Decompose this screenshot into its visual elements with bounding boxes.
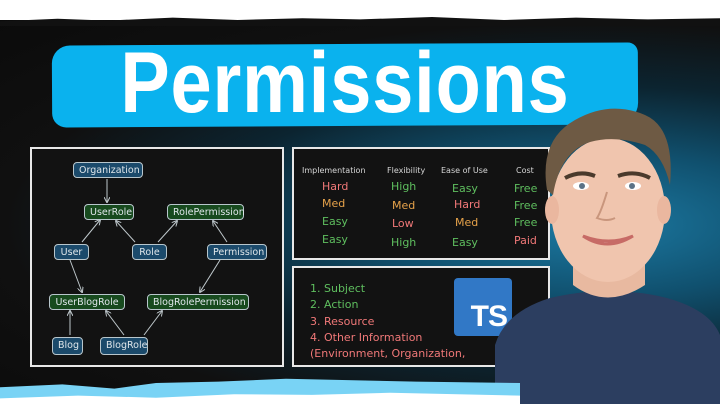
diagram-arrows [32,179,228,336]
entity-relationship-diagram-panel: Organization UserRole RolePermission Use… [30,147,284,367]
column-header-cost: Cost [516,166,534,175]
cell-r4-flexibility: High [391,236,417,249]
node-rolepermission: RolePermission [167,204,245,220]
node-userblogrole: UserBlogRole [49,294,125,310]
cell-r2-implementation: Med [322,197,346,210]
presenter-photo [495,108,720,404]
node-blog: Blog [52,337,83,355]
node-user: User [54,244,89,260]
node-role: Role [132,244,167,260]
cell-r3-ease: Med [455,216,479,229]
comparison-table-panel: Implementation Flexibility Ease of Use C… [292,147,550,260]
column-header-implementation: Implementation [302,166,366,175]
node-userrole: UserRole [84,204,134,220]
cell-r2-ease: Hard [454,198,481,211]
node-blogrole: BlogRole [100,337,148,355]
column-header-ease-of-use: Ease of Use [441,166,488,175]
thumbnail-title: Permissions [120,35,570,131]
cell-r1-flexibility: High [391,180,417,193]
cell-r2-cost: Free [514,199,538,212]
cell-r1-cost: Free [514,182,538,195]
torn-edge-bottom [0,392,520,404]
node-organization: Organization [73,162,143,178]
cell-r3-flexibility: Low [392,217,414,230]
torn-edge-top [0,17,720,26]
list-item-action: 2. Action [310,298,359,311]
list-item-subject: 1. Subject [310,282,366,295]
cell-r4-ease: Easy [452,236,478,249]
typescript-logo-icon: TS [454,278,512,336]
cell-r3-implementation: Easy [322,215,348,228]
list-item-other-information-detail: (Environment, Organization, [310,347,466,360]
node-blogrolepermission: BlogRolePermission [147,294,249,310]
column-header-flexibility: Flexibility [387,166,426,175]
cell-r3-cost: Free [514,216,538,229]
cell-r4-cost: Paid [514,234,537,247]
list-item-other-information: 4. Other Information [310,331,423,344]
cell-r1-implementation: Hard [322,180,349,193]
cell-r2-flexibility: Med [392,199,416,212]
list-item-resource: 3. Resource [310,315,375,328]
node-permission: Permission [207,244,267,260]
cell-r1-ease: Easy [452,182,478,195]
cell-r4-implementation: Easy [322,233,348,246]
